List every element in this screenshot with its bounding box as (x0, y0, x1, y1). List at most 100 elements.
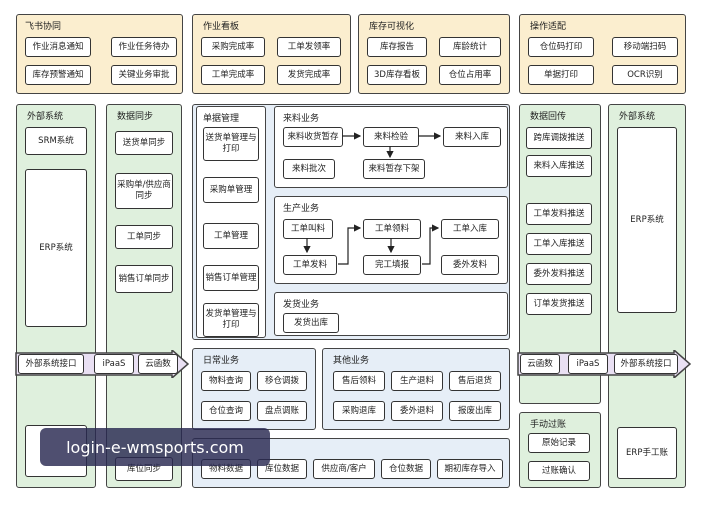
box-doc-5: 发货单管理与打印 (203, 303, 259, 337)
box-in-4: 来料批次 (283, 159, 335, 179)
box-left-band-1: 外部系统接口 (18, 354, 84, 374)
box-other-5: 委外退料 (391, 401, 443, 421)
box-daily-3: 仓位查询 (201, 401, 251, 421)
panel-shipping: 发货业务 发货出库 (274, 292, 508, 336)
box-doc-1: 送货单管理与打印 (203, 127, 259, 161)
panel-production: 生产业务 工单叫料 工单领料 工单入库 工单发料 完工填报 委外发料 (274, 196, 508, 284)
box-erp-right: ERP系统 (617, 127, 677, 313)
box-inv-1: 库存报告 (367, 37, 427, 57)
box-doc-4: 销售订单管理 (203, 265, 259, 291)
watermark-banner: login-e-wmsports.com (40, 428, 270, 466)
box-in-2: 来料检验 (363, 127, 419, 147)
box-right-band-1: 云函数 (520, 354, 560, 374)
box-sync-1: 送货单同步 (115, 131, 173, 155)
box-master-4: 仓位数据 (381, 459, 431, 479)
box-feishu-1: 作业消息通知 (25, 37, 91, 57)
box-master-3: 供应商/客户 (313, 459, 375, 479)
box-back-6: 订单发货推送 (526, 293, 592, 315)
box-inv-3: 3D库存看板 (367, 65, 427, 85)
box-prod-5: 完工填报 (363, 255, 421, 275)
panel-title: 手动过账 (530, 420, 567, 430)
box-dash-4: 发货完成率 (277, 65, 341, 85)
box-master-5: 期初库存导入 (437, 459, 503, 479)
panel-title: 数据回传 (530, 112, 567, 122)
box-other-2: 生产退料 (391, 371, 443, 391)
box-op-4: OCR识别 (612, 65, 678, 85)
box-left-band-2: iPaaS (94, 354, 134, 374)
panel-title: 单据管理 (203, 114, 240, 124)
panel-incoming: 来料业务 来料收货暂存 来料检验 来料入库 来料批次 来料暂存下架 (274, 106, 508, 188)
panel-data-sync: 数据同步 送货单同步 采购单/供应商同步 工单同步 销售订单同步 库位同步 (106, 104, 182, 488)
box-sync-3: 工单同步 (115, 225, 173, 249)
panel-operation-adapt: 操作适配 仓位码打印 移动端扫码 单据打印 OCR识别 (519, 14, 686, 94)
box-sync-2: 采购单/供应商同步 (115, 173, 173, 209)
right-interface-arrow: 云函数 iPaaS 外部系统接口 (516, 350, 692, 378)
panel-title: 发货业务 (283, 300, 320, 310)
box-op-1: 仓位码打印 (528, 37, 594, 57)
left-interface-arrow: 外部系统接口 iPaaS 云函数 (14, 350, 190, 378)
panel-title: 飞书协同 (25, 22, 62, 32)
panel-dashboard: 作业看板 采购完成率 工单发领率 工单完成率 发货完成率 (192, 14, 351, 94)
box-erp-left: ERP系统 (25, 169, 87, 327)
box-daily-1: 物料查询 (201, 371, 251, 391)
box-back-4: 工单入库推送 (526, 233, 592, 255)
panel-right-external: 外部系统 ERP系统 ERP手工账 (608, 104, 686, 488)
panel-title: 外部系统 (619, 112, 656, 122)
panel-title: 数据同步 (117, 112, 154, 122)
panel-title: 生产业务 (283, 204, 320, 214)
panel-title: 外部系统 (27, 112, 64, 122)
panel-title: 来料业务 (283, 114, 320, 124)
box-prod-3: 工单入库 (441, 219, 499, 239)
box-op-2: 移动端扫码 (612, 37, 678, 57)
box-in-5: 来料暂存下架 (363, 159, 425, 179)
box-prod-2: 工单领料 (363, 219, 421, 239)
box-erp-manual: ERP手工账 (617, 427, 677, 479)
box-doc-3: 工单管理 (203, 223, 259, 249)
panel-inventory-visual: 库存可视化 库存报告 库龄统计 3D库存看板 仓位占用率 (358, 14, 510, 94)
box-dash-2: 工单发领率 (277, 37, 341, 57)
panel-title: 其他业务 (333, 356, 370, 366)
panel-manual-post: 手动过账 原始记录 过账确认 (519, 412, 601, 488)
box-op-3: 单据打印 (528, 65, 594, 85)
box-right-band-3: 外部系统接口 (614, 354, 678, 374)
box-daily-2: 移仓调拨 (257, 371, 307, 391)
box-ship-1: 发货出库 (283, 313, 339, 333)
box-other-4: 采购退库 (333, 401, 385, 421)
box-in-3: 来料入库 (443, 127, 501, 147)
box-dash-3: 工单完成率 (201, 65, 265, 85)
box-other-1: 售后领料 (333, 371, 385, 391)
box-left-band-3: 云函数 (138, 354, 178, 374)
box-daily-4: 盘点调账 (257, 401, 307, 421)
box-manual-2: 过账确认 (528, 461, 590, 481)
panel-other: 其他业务 售后领料 生产退料 售后退货 采购退库 委外退料 报废出库 (322, 348, 510, 430)
box-in-1: 来料收货暂存 (283, 127, 343, 147)
panel-title: 操作适配 (530, 22, 567, 32)
box-back-1: 跨库调拨推送 (526, 127, 592, 149)
panel-daily: 日常业务 物料查询 移仓调拨 仓位查询 盘点调账 (192, 348, 316, 430)
box-inv-2: 库龄统计 (439, 37, 501, 57)
panel-title: 日常业务 (203, 356, 240, 366)
box-back-3: 工单发料推送 (526, 203, 592, 225)
box-inv-4: 仓位占用率 (439, 65, 501, 85)
panel-title: 作业看板 (203, 22, 240, 32)
panel-left-external: 外部系统 SRM系统 ERP系统 (16, 104, 96, 488)
box-prod-6: 委外发料 (441, 255, 499, 275)
box-sync-4: 销售订单同步 (115, 265, 173, 293)
box-feishu-4: 关键业务审批 (111, 65, 177, 85)
box-feishu-2: 作业任务待办 (111, 37, 177, 57)
panel-doc-mgmt: 单据管理 送货单管理与打印 采购单管理 工单管理 销售订单管理 发货单管理与打印 (196, 106, 266, 338)
box-prod-1: 工单叫料 (283, 219, 333, 239)
box-master-2: 库位数据 (257, 459, 307, 479)
box-right-band-2: iPaaS (568, 354, 608, 374)
box-back-2: 来料入库推送 (526, 155, 592, 177)
panel-feishu: 飞书协同 作业消息通知 作业任务待办 库存预警通知 关键业务审批 (16, 14, 183, 94)
box-feishu-3: 库存预警通知 (25, 65, 91, 85)
box-dash-1: 采购完成率 (201, 37, 265, 57)
box-other-6: 报废出库 (449, 401, 501, 421)
box-prod-4: 工单发料 (283, 255, 337, 275)
box-back-5: 委外发料推送 (526, 263, 592, 285)
box-manual-1: 原始记录 (528, 433, 590, 453)
panel-title: 库存可视化 (369, 22, 415, 32)
box-other-3: 售后退货 (449, 371, 501, 391)
